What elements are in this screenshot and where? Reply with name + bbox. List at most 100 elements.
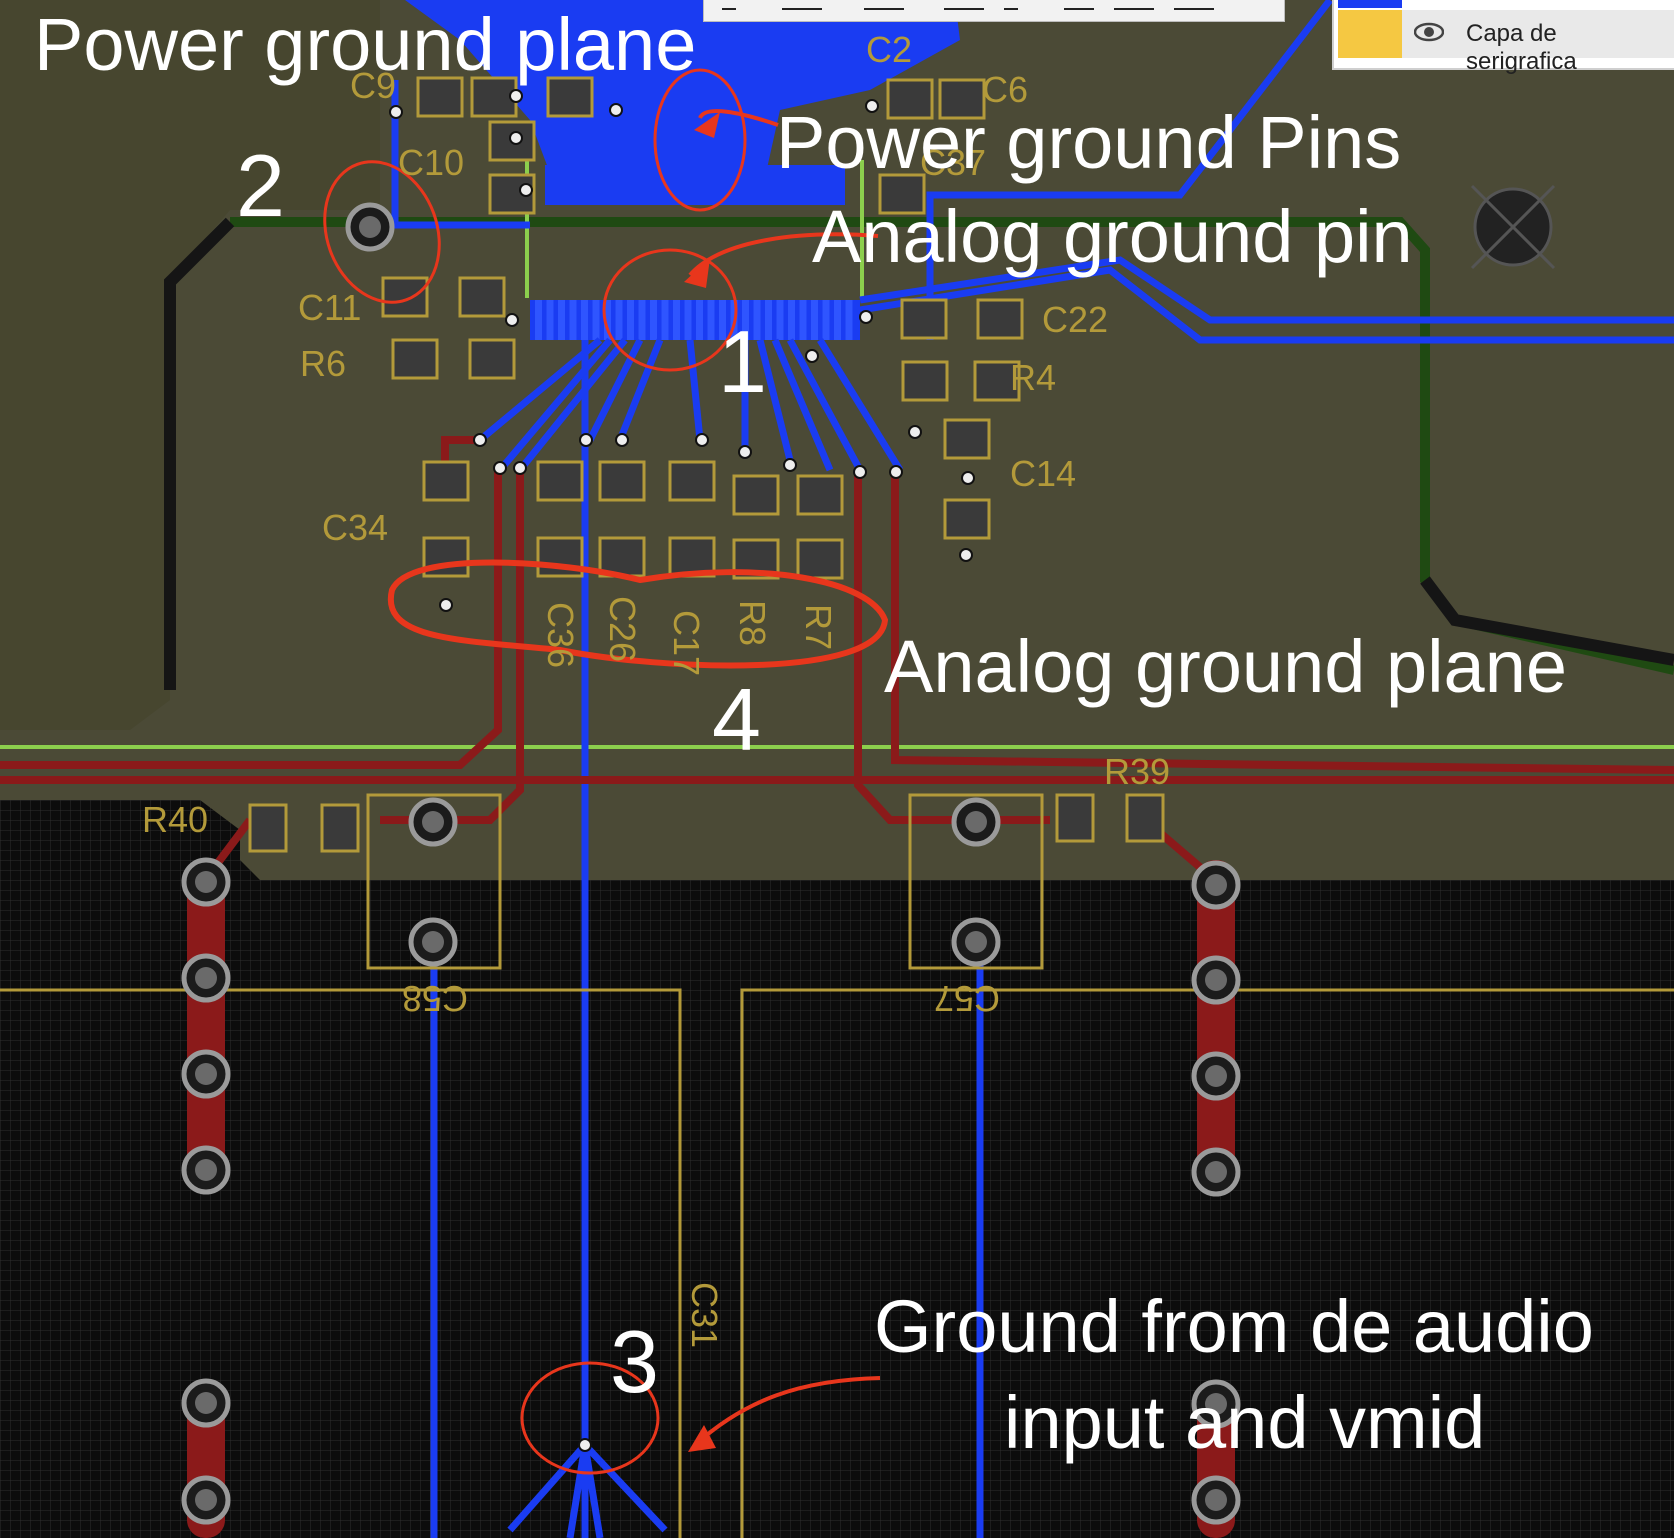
- markup-circles: [323, 68, 889, 1475]
- drill-hole: [1205, 1161, 1227, 1183]
- via: [695, 433, 709, 447]
- smd-pad: [416, 76, 464, 118]
- ic-pin: [799, 300, 807, 340]
- via: [493, 461, 507, 475]
- ic-pin: [569, 300, 577, 340]
- ref-c26: C26: [602, 596, 643, 663]
- label-power-ground-pins: Power ground Pins: [776, 101, 1402, 184]
- ref-c22: C22: [1042, 299, 1109, 340]
- via: [439, 598, 453, 612]
- smd-pad: [546, 76, 594, 118]
- eye-icon[interactable]: [1414, 20, 1444, 44]
- smd-pad: [976, 298, 1024, 340]
- drill-hole: [359, 216, 381, 238]
- smd-pad: [458, 276, 506, 318]
- via: [961, 471, 975, 485]
- ref-c34: C34: [322, 507, 389, 548]
- ic-pin: [696, 300, 703, 340]
- toolbar-icon-rect[interactable]: [944, 0, 984, 10]
- via: [959, 548, 973, 562]
- smd-pad: [732, 474, 780, 516]
- ref-c2: C2: [866, 29, 913, 70]
- ref-c9: C9: [350, 65, 397, 106]
- ref-r39: R39: [1104, 751, 1171, 792]
- smd-pad: [973, 360, 1021, 402]
- smd-pad: [878, 173, 926, 215]
- toolbar-icon-select[interactable]: [722, 0, 736, 10]
- ic-pin: [684, 300, 692, 340]
- ic-pin: [650, 300, 657, 340]
- drill-hole: [1205, 969, 1227, 991]
- toolbar-icon-route[interactable]: [864, 0, 904, 10]
- marker-1: 1: [718, 312, 767, 411]
- smd-pad: [391, 338, 439, 380]
- ic-pin: [742, 300, 749, 340]
- via: [513, 461, 527, 475]
- layer-swatch-silkscreen[interactable]: [1338, 10, 1402, 58]
- ref-c17: C17: [666, 610, 707, 677]
- ic-pin: [788, 300, 795, 340]
- via: [509, 131, 523, 145]
- power-ground-pour: [0, 0, 380, 730]
- ic-pin: [845, 300, 853, 340]
- ref-c10: C10: [398, 142, 465, 183]
- toolbar-icon-text[interactable]: [1004, 0, 1018, 10]
- layer-swatch-top-copper[interactable]: [1338, 0, 1402, 8]
- via: [615, 433, 629, 447]
- smd-pad: [668, 460, 716, 502]
- smd-pad: [248, 803, 288, 853]
- via: [908, 425, 922, 439]
- layer-row[interactable]: [1402, 10, 1674, 58]
- label-analog-ground-pin: Analog ground pin: [812, 195, 1413, 278]
- top-copper-region: [405, 0, 960, 200]
- via: [805, 349, 819, 363]
- via: [609, 103, 623, 117]
- toolbar-icon-pad[interactable]: [1064, 0, 1094, 10]
- ic-pin: [558, 300, 565, 340]
- toolbar-icon-via[interactable]: [1114, 0, 1154, 10]
- ic-pin: [707, 300, 715, 340]
- drill-hole: [195, 871, 217, 893]
- ref-c14: C14: [1010, 453, 1077, 494]
- ref-r40: R40: [142, 799, 209, 840]
- via: [389, 105, 403, 119]
- marker-3: 3: [610, 1312, 659, 1411]
- ic-pin: [592, 300, 600, 340]
- drill-hole: [195, 1392, 217, 1414]
- smd-pad: [470, 76, 518, 118]
- ic-pin: [661, 300, 669, 340]
- ic-pin: [834, 300, 841, 340]
- via: [859, 310, 873, 324]
- smd-pad: [320, 803, 360, 853]
- drill-hole: [422, 811, 444, 833]
- via: [783, 458, 797, 472]
- ic-pin: [604, 300, 611, 340]
- ic-pin: [546, 300, 554, 340]
- ref-c57: C57: [934, 978, 1001, 1019]
- toolbar-icon-grid[interactable]: [1174, 0, 1214, 10]
- ic-pin: [811, 300, 818, 340]
- smd-pad: [943, 418, 991, 460]
- marker-2: 2: [236, 136, 285, 235]
- via: [738, 445, 752, 459]
- ref-r6: R6: [300, 343, 347, 384]
- ref-c36: C36: [540, 602, 581, 669]
- drill-hole: [1205, 1489, 1227, 1511]
- via: [505, 313, 519, 327]
- label-power-ground-plane: Power ground plane: [34, 3, 697, 86]
- drill-hole: [1205, 1393, 1227, 1415]
- marker-4: 4: [712, 670, 761, 769]
- smd-pad: [900, 298, 948, 340]
- drill-hole: [195, 1159, 217, 1181]
- smd-pad: [1125, 793, 1165, 843]
- via: [509, 89, 523, 103]
- label-ground-from-audio-line1: Ground from de audio: [874, 1285, 1594, 1368]
- via: [579, 433, 593, 447]
- smd-pad: [886, 78, 934, 120]
- ic-pin: [627, 300, 634, 340]
- toolbar-icon-line[interactable]: [782, 0, 822, 10]
- ic-pin: [776, 300, 784, 340]
- ref-r7: R7: [798, 604, 839, 651]
- ic-u1-body: [530, 300, 860, 340]
